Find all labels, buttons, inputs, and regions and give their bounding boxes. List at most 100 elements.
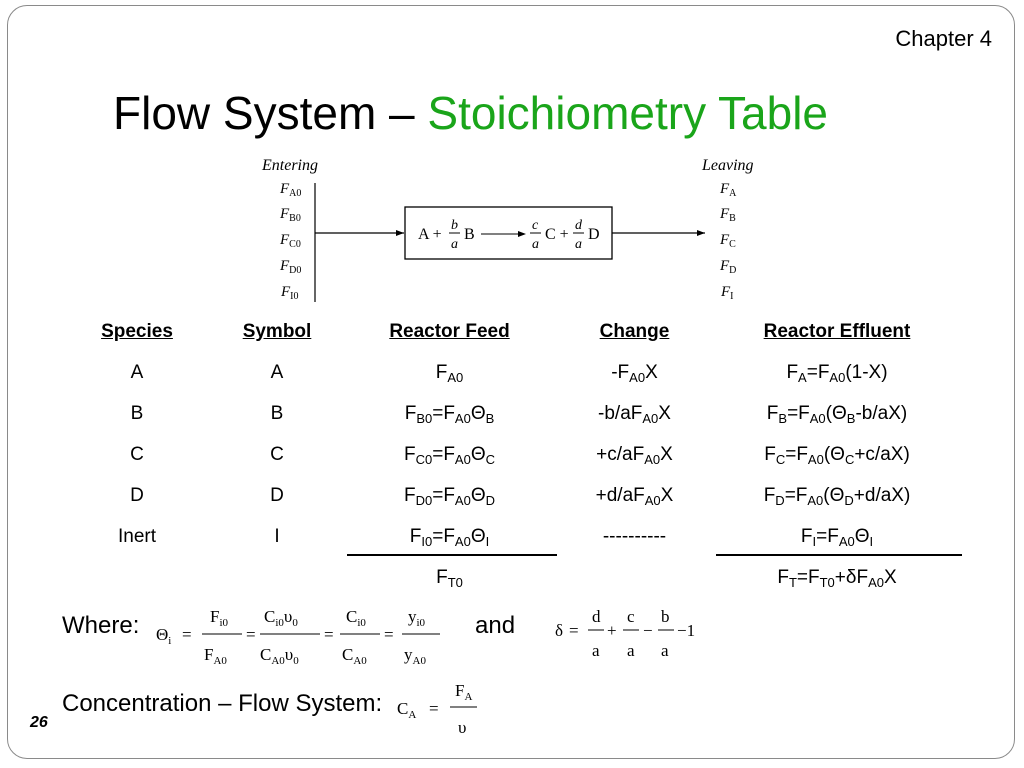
cell-effluent: FI=FA0ΘI xyxy=(800,525,874,549)
entering-stream: FA0 xyxy=(279,181,301,199)
leaving-stream: FA xyxy=(719,181,737,199)
cell-change: -FA0X xyxy=(611,361,658,385)
cell-change: +c/aFA0X xyxy=(596,443,673,467)
cell-effluent: FA=FA0(1-X) xyxy=(786,361,888,385)
feed-sum-rule xyxy=(347,554,557,556)
leaving-stream: FD xyxy=(719,258,736,276)
svg-text:=: = xyxy=(569,621,579,640)
where-label: Where: xyxy=(62,612,140,639)
title-main: Flow System – xyxy=(113,87,428,139)
table-row-total: FT0 FT=FT0+δFA0X xyxy=(62,557,962,598)
svg-text:=: = xyxy=(429,699,439,718)
cell-effluent-total: FT=FT0+δFA0X xyxy=(777,566,897,590)
svg-text:δ: δ xyxy=(555,621,563,640)
svg-text:c: c xyxy=(627,607,635,626)
cell-effluent: FB=FA0(ΘB-b/aX) xyxy=(766,402,908,426)
table-header-row: Species Symbol Reactor Feed Change React… xyxy=(62,312,962,352)
svg-text:a: a xyxy=(661,641,669,660)
svg-text:FA: FA xyxy=(455,681,472,703)
cell-species: Inert xyxy=(117,525,157,547)
leaving-stream: FC xyxy=(719,232,736,250)
leaving-stream: FB xyxy=(719,206,736,224)
svg-text:CA0υ0: CA0υ0 xyxy=(260,645,299,667)
delta-equation: δ = d a + c a − b a −1 xyxy=(555,607,695,660)
svg-text:=: = xyxy=(182,625,192,644)
slide-title: Flow System – Stoichiometry Table xyxy=(113,86,828,140)
table-row: D D FD0=FA0ΘD +d/aFA0X FD=FA0(ΘD+d/aX) xyxy=(62,475,962,516)
table-row: C C FC0=FA0ΘC +c/aFA0X FC=FA0(ΘC+c/aX) xyxy=(62,434,962,475)
cell-feed-total: FT0 xyxy=(436,566,463,590)
svg-text:CA0: CA0 xyxy=(342,645,367,667)
cell-feed: FB0=FA0ΘB xyxy=(404,402,495,426)
cell-symbol xyxy=(212,557,342,598)
header-change: Change xyxy=(599,321,670,342)
svg-text:−: − xyxy=(643,621,653,640)
cell-species xyxy=(62,557,212,598)
header-reactor-effluent: Reactor Effluent xyxy=(763,321,911,342)
cell-effluent: FD=FA0(ΘD+d/aX) xyxy=(763,484,911,508)
concentration-label: Concentration – Flow System: xyxy=(62,690,383,717)
svg-text:a: a xyxy=(627,641,635,660)
reaction-species-c: C + xyxy=(545,226,569,243)
leaving-streams: FA FB FC FD FI xyxy=(719,181,737,302)
svg-text:−1: −1 xyxy=(677,621,695,640)
reaction-equation: A + b a B c a C + d a D xyxy=(418,218,600,252)
entering-streams: FA0 FB0 FC0 FD0 FI0 xyxy=(279,181,301,302)
cell-symbol: D xyxy=(270,484,284,506)
leaving-stream: FI xyxy=(720,284,734,302)
reaction-arrowhead xyxy=(518,231,526,237)
header-reactor-feed: Reactor Feed xyxy=(389,321,510,342)
and-label: and xyxy=(475,612,516,639)
title-accent: Stoichiometry Table xyxy=(427,87,828,139)
svg-text:Θi: Θi xyxy=(156,625,171,647)
coef-b-num: b xyxy=(451,218,458,233)
svg-text:a: a xyxy=(592,641,600,660)
svg-text:=: = xyxy=(246,625,256,644)
cell-feed: FA0 xyxy=(435,361,464,385)
entering-stream: FD0 xyxy=(279,258,301,276)
entering-label: Entering xyxy=(261,157,318,174)
page-number: 26 xyxy=(30,714,48,731)
cell-change xyxy=(557,557,712,598)
cell-feed: FD0=FA0ΘD xyxy=(403,484,495,508)
table-row: Inert I FI0=FA0ΘI ---------- FI=FA0ΘI xyxy=(62,516,962,557)
cell-species: D xyxy=(130,484,144,506)
entering-stream: FI0 xyxy=(280,284,299,302)
cell-change: +d/aFA0X xyxy=(595,484,674,508)
cell-symbol: B xyxy=(270,402,284,424)
concentration-equation: CA = FA υ xyxy=(397,681,477,737)
entering-stream: FB0 xyxy=(279,206,301,224)
coef-d-den: a xyxy=(575,237,582,252)
coef-c-den: a xyxy=(532,237,539,252)
cell-species: B xyxy=(130,402,144,424)
svg-text:Ci0: Ci0 xyxy=(346,607,366,629)
svg-text:d: d xyxy=(592,607,601,626)
theta-equation: Θi = Fi0 FA0 = Ci0υ0 CA0υ0 = Ci0 CA0 = y… xyxy=(156,607,440,667)
coef-b-den: a xyxy=(451,237,458,252)
cell-change: ---------- xyxy=(602,525,667,547)
cell-symbol: I xyxy=(274,525,280,547)
reaction-species-b: B xyxy=(464,226,475,243)
svg-text:CA: CA xyxy=(397,699,416,721)
stoichiometry-table: Species Symbol Reactor Feed Change React… xyxy=(62,312,962,598)
reaction-species-d: D xyxy=(588,226,600,243)
svg-text:=: = xyxy=(384,625,394,644)
coef-d-num: d xyxy=(575,218,583,233)
svg-text:b: b xyxy=(661,607,670,626)
flow-diagram: Entering Leaving FA0 FB0 FC0 FD0 FI0 A +… xyxy=(261,157,754,302)
cell-feed: FC0=FA0ΘC xyxy=(403,443,495,467)
entering-stream: FC0 xyxy=(279,232,301,250)
reaction-species-a: A + xyxy=(418,226,442,243)
effluent-sum-rule xyxy=(716,554,962,556)
table-row: A A FA0 -FA0X FA=FA0(1-X) xyxy=(62,352,962,393)
coef-c-num: c xyxy=(532,218,539,233)
svg-text:yA0: yA0 xyxy=(404,645,426,667)
cell-change: -b/aFA0X xyxy=(598,402,671,426)
leaving-label: Leaving xyxy=(701,157,754,174)
slide-frame xyxy=(7,5,1015,759)
header-species: Species xyxy=(101,321,173,342)
svg-text:yi0: yi0 xyxy=(408,607,426,629)
table-row: B B FB0=FA0ΘB -b/aFA0X FB=FA0(ΘB-b/aX) xyxy=(62,393,962,434)
cell-symbol: A xyxy=(270,361,284,383)
chapter-label: Chapter 4 xyxy=(895,26,992,51)
